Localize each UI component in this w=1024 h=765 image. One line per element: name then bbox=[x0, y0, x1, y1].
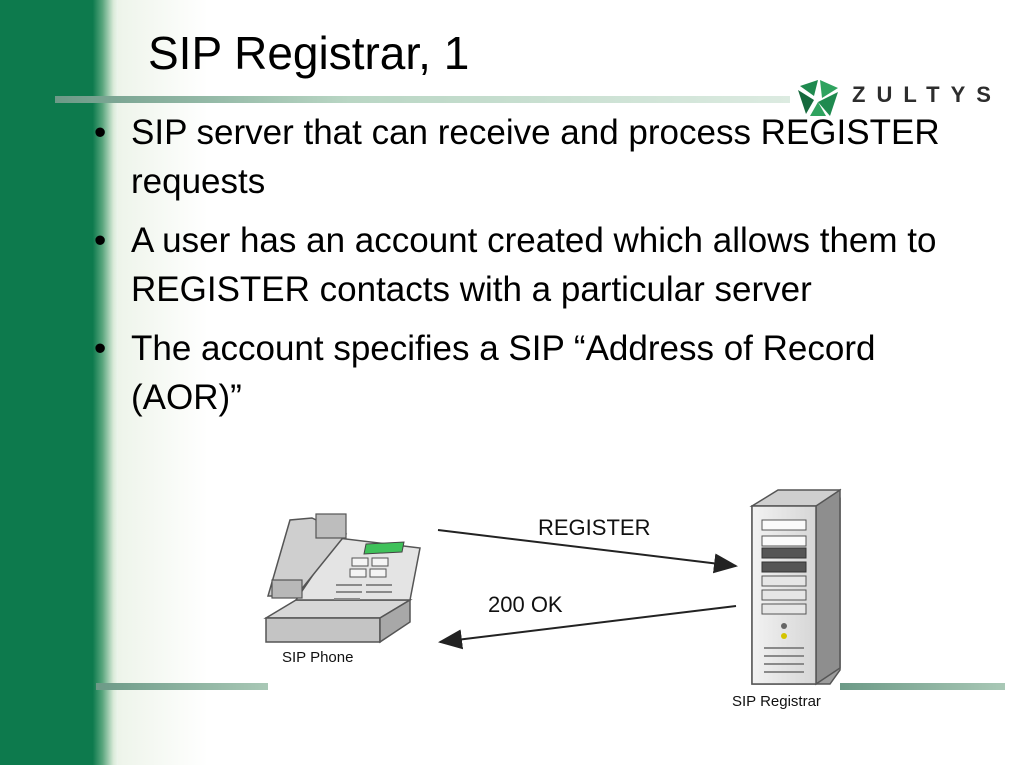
bullet-item-account: A user has an account created which allo… bbox=[90, 216, 970, 314]
logo-wordmark: ZULTYS bbox=[852, 82, 1002, 107]
bullet-item-registrar: SIP server that can receive and process … bbox=[90, 108, 970, 206]
sip-phone-icon bbox=[263, 513, 421, 644]
bottom-rule-right bbox=[840, 683, 1005, 690]
bullet-item-aor: The account specifies a SIP “Address of … bbox=[90, 324, 970, 422]
server-tower-icon bbox=[749, 488, 842, 686]
title-rule bbox=[55, 96, 790, 103]
ok-arrow bbox=[438, 605, 737, 650]
register-arrow-label: REGISTER bbox=[538, 515, 650, 540]
sip-phone-label: SIP Phone bbox=[282, 649, 353, 666]
slide-title: SIP Registrar, 1 bbox=[148, 27, 470, 79]
bottom-rule-left bbox=[96, 683, 268, 690]
register-arrow bbox=[437, 529, 738, 574]
bullet-list: SIP server that can receive and process … bbox=[90, 108, 970, 432]
ok-arrow-label: 200 OK bbox=[488, 592, 563, 617]
sip-registrar-label: SIP Registrar bbox=[732, 693, 821, 710]
